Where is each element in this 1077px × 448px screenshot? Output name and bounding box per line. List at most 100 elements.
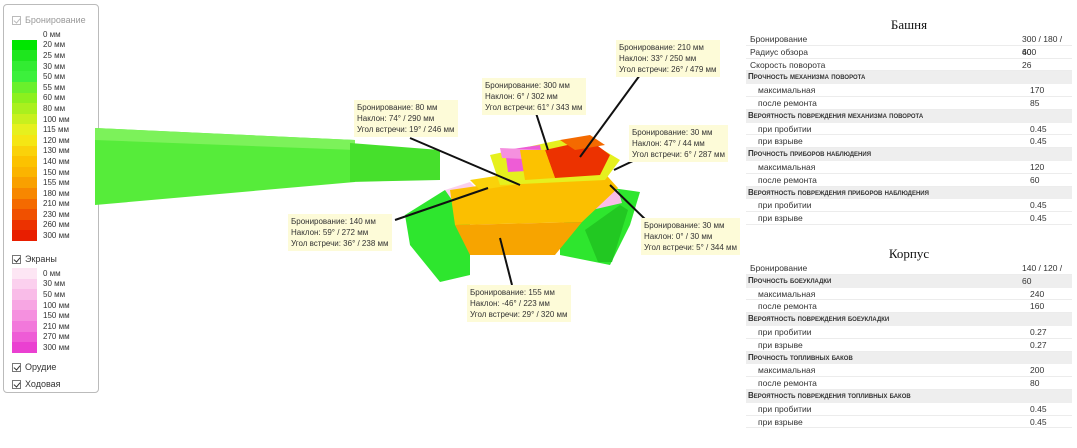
scale-row: 55 мм xyxy=(12,81,70,93)
lower-front-plate[interactable] xyxy=(455,222,582,255)
scale-row: 155 мм xyxy=(12,177,70,188)
stats-value: 0.27 xyxy=(1030,326,1047,337)
color-swatch xyxy=(12,81,37,93)
upper-front-plate[interactable] xyxy=(450,168,618,225)
tank-3d-viewport[interactable]: Бронирование: 210 мм Наклон: 33° / 250 м… xyxy=(0,0,741,448)
stats-label: после ремонта xyxy=(758,378,817,389)
callout-slope: Наклон: 59° / 272 мм xyxy=(291,228,369,237)
tank-model[interactable] xyxy=(0,0,740,448)
scale-row: 180 мм xyxy=(12,187,70,199)
stats-label: при пробитии xyxy=(758,326,812,337)
stats-value: 80 xyxy=(1030,378,1040,389)
scale-value: 150 мм xyxy=(43,311,70,321)
stats-group-header: Вероятность повреждения приборов наблюде… xyxy=(746,186,1072,200)
callout-armor: Бронирование: 155 мм xyxy=(470,288,555,297)
callout-armor: Бронирование: 300 мм xyxy=(485,81,570,90)
stats-label: после ремонта xyxy=(758,174,817,185)
color-swatch xyxy=(12,299,37,311)
tracks-checkbox[interactable] xyxy=(12,379,21,389)
stats-label: максимальная xyxy=(758,288,816,299)
scale-row: 140 мм xyxy=(12,156,70,167)
armor-callout: Бронирование: 300 мм Наклон: 6° / 302 мм… xyxy=(482,78,586,115)
scale-row: 150 мм xyxy=(12,310,70,321)
callout-angle: Угол встречи: 26° / 479 мм xyxy=(619,65,717,74)
callout-armor: Бронирование: 30 мм xyxy=(644,221,725,230)
scale-value: 30 мм xyxy=(43,279,66,289)
turret-title: Башня xyxy=(890,17,928,32)
armor-callout: Бронирование: 140 мм Наклон: 59° / 272 м… xyxy=(288,214,392,251)
tracks-toggle[interactable]: Ходовая xyxy=(12,377,61,391)
armor-toggle-label: Бронирование xyxy=(25,15,86,25)
stats-value: 85 xyxy=(1030,97,1040,108)
scale-value: 50 мм xyxy=(43,72,66,82)
scale-value: 150 мм xyxy=(43,167,70,177)
color-swatch xyxy=(12,177,37,188)
stats-group-header: Прочность топливных баков xyxy=(746,351,1072,365)
stats-row: после ремонта 160 xyxy=(746,300,1072,314)
scale-row: 100 мм xyxy=(12,113,70,125)
stats-value: 200 xyxy=(1030,365,1045,376)
stats-label: Бронирование xyxy=(750,34,808,44)
stats-value: 120 xyxy=(1030,161,1045,172)
armor-checkbox[interactable] xyxy=(12,15,21,25)
scale-value: 120 мм xyxy=(43,135,70,145)
stats-label: Скорость поворота xyxy=(750,59,826,70)
callout-armor: Бронирование: 140 мм xyxy=(291,217,376,226)
scale-row: 80 мм xyxy=(12,103,70,114)
color-swatch xyxy=(12,331,37,343)
scale-value: 60 мм xyxy=(43,93,66,103)
gun-checkbox[interactable] xyxy=(12,362,21,372)
color-swatch xyxy=(12,310,37,321)
armor-callout: Бронирование: 80 мм Наклон: 74° / 290 мм… xyxy=(354,100,458,137)
color-swatch xyxy=(12,29,37,40)
scale-row: 30 мм xyxy=(12,60,70,72)
stats-row: при пробитии 0.27 xyxy=(746,326,1072,339)
color-swatch xyxy=(12,166,37,178)
color-swatch xyxy=(12,92,37,104)
callout-angle: Угол встречи: 5° / 344 мм xyxy=(644,243,738,252)
turret-cheek[interactable] xyxy=(545,140,610,178)
stats-group-header: Прочность механизма поворота xyxy=(746,71,1072,85)
scale-value: 55 мм xyxy=(43,82,66,92)
scale-row: 300 мм xyxy=(12,342,70,353)
scale-value: 230 мм xyxy=(43,209,70,219)
stats-value: 0.45 xyxy=(1030,136,1047,147)
gun-toggle[interactable]: Орудие xyxy=(12,360,56,374)
stats-value: 0.45 xyxy=(1030,416,1047,427)
callout-angle: Угол встречи: 36° / 238 мм xyxy=(291,239,389,248)
stats-group-header: Прочность приборов наблюдения xyxy=(746,148,1072,161)
screens-toggle[interactable]: Экраны xyxy=(12,252,57,266)
callout-slope: Наклон: 33° / 250 мм xyxy=(619,54,697,63)
stats-value: 160 xyxy=(1030,301,1045,312)
screens-checkbox[interactable] xyxy=(12,254,21,264)
stats-value: 26 xyxy=(1022,59,1032,70)
scale-value: 260 мм xyxy=(43,220,70,230)
scale-row: 210 мм xyxy=(12,198,70,210)
callout-angle: Угол встречи: 29° / 320 мм xyxy=(470,310,568,319)
stats-label: после ремонта xyxy=(758,301,817,312)
gun-toggle-label: Орудие xyxy=(25,362,57,372)
stats-label: при взрыве xyxy=(758,339,803,350)
scale-row: 0 мм xyxy=(12,268,70,279)
stats-label: при пробитии xyxy=(758,403,812,414)
armor-callout: Бронирование: 30 мм Наклон: 0° / 30 мм У… xyxy=(641,218,741,255)
armor-callout: Бронирование: 155 мм Наклон: -46° / 223 … xyxy=(467,285,571,322)
gun-mantlet[interactable] xyxy=(350,143,440,182)
stats-row: максимальная 240 xyxy=(746,288,1072,301)
scale-row: 150 мм xyxy=(12,166,70,178)
stats-value: 240 xyxy=(1030,288,1045,299)
scale-value: 180 мм xyxy=(43,188,70,198)
scale-value: 0 мм xyxy=(43,268,61,278)
leader-line xyxy=(394,187,489,221)
stats-value: 0.27 xyxy=(1030,339,1047,350)
armor-toggle[interactable]: Бронирование xyxy=(12,13,86,27)
stats-value: 140 / 120 / 60 xyxy=(1022,263,1063,286)
